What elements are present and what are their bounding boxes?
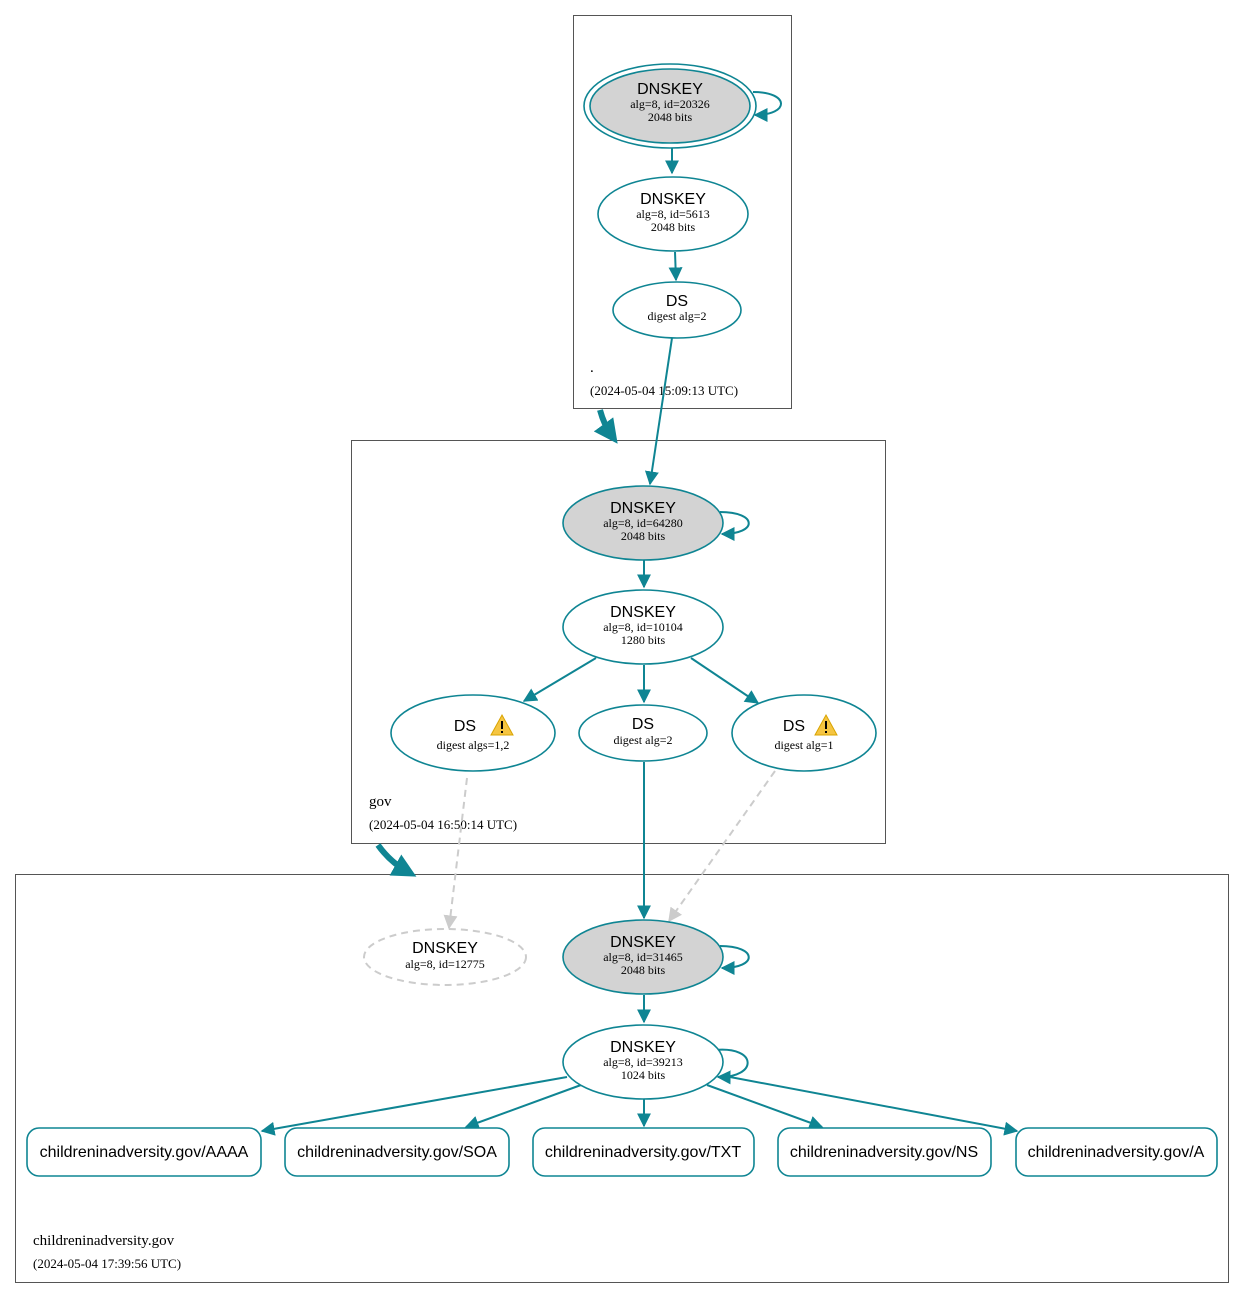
self-sign-edge — [714, 1048, 749, 1085]
rrset-label: childreninadversity.gov/A — [1028, 1144, 1205, 1161]
node-detail: alg=8, id=20326 — [630, 97, 710, 111]
delegation-arrow-gov-domain — [375, 843, 417, 877]
self-sign-edge — [752, 91, 782, 122]
node-title: DNSKEY — [637, 81, 703, 98]
rrset-node-aaaa[interactable]: childreninadversity.gov/AAAA — [26, 1127, 262, 1177]
domain-zsk-node[interactable]: DNSKEY alg=8, id=39213 1024 bits — [562, 1024, 724, 1100]
edge-gov-zsk-ds3 — [690, 657, 760, 704]
rrset-label: childreninadversity.gov/NS — [790, 1144, 978, 1161]
edge-dom-zsk-a — [729, 1076, 1019, 1136]
edge-gov-zsk-ds1 — [522, 657, 597, 702]
node-detail: 2048 bits — [648, 110, 693, 124]
gov-ds-node-3[interactable]: DS digest alg=1 — [731, 694, 877, 772]
node-title: DNSKEY — [610, 500, 676, 517]
rrset-label: childreninadversity.gov/AAAA — [40, 1144, 249, 1161]
edge-gov-ds3-dom-ksk — [668, 770, 776, 923]
rrset-label: childreninadversity.gov/SOA — [297, 1144, 497, 1161]
node-title: DNSKEY — [610, 934, 676, 951]
zone-gov-timestamp: (2024-05-04 16:50:14 UTC) — [369, 817, 517, 832]
rrset-label: childreninadversity.gov/TXT — [545, 1144, 741, 1161]
gov-ds-node-1[interactable]: DS digest algs=1,2 — [390, 694, 556, 772]
node-title: DNSKEY — [412, 940, 478, 957]
rrset-node-txt[interactable]: childreninadversity.gov/TXT — [532, 1127, 755, 1177]
node-detail: alg=8, id=31465 — [603, 950, 683, 964]
node-detail: alg=8, id=10104 — [603, 620, 683, 634]
node-detail: 2048 bits — [621, 963, 666, 977]
zone-gov-label: gov — [369, 794, 392, 810]
rrset-node-ns[interactable]: childreninadversity.gov/NS — [777, 1127, 992, 1177]
node-detail: digest alg=1 — [774, 738, 833, 752]
edge-dom-zsk-soa — [464, 1084, 582, 1130]
root-ds-node[interactable]: DS digest alg=2 — [612, 281, 742, 339]
node-title: DS — [666, 293, 688, 310]
edge-gov-ds1-missing-key — [443, 777, 468, 930]
node-detail: 2048 bits — [621, 529, 666, 543]
node-detail: digest alg=2 — [613, 733, 672, 747]
node-title: DNSKEY — [640, 191, 706, 208]
gov-zsk-node[interactable]: DNSKEY alg=8, id=10104 1280 bits — [562, 589, 724, 665]
zone-domain-label: childreninadversity.gov — [33, 1233, 175, 1249]
rrset-node-soa[interactable]: childreninadversity.gov/SOA — [284, 1127, 510, 1177]
root-zsk-node[interactable]: DNSKEY alg=8, id=5613 2048 bits — [597, 176, 749, 252]
node-detail: 2048 bits — [651, 220, 696, 234]
zone-domain-timestamp: (2024-05-04 17:39:56 UTC) — [33, 1256, 181, 1271]
node-detail: digest alg=2 — [647, 309, 706, 323]
edge-root-ds-gov-ksk — [644, 337, 673, 486]
self-sign-edge — [719, 511, 750, 541]
node-title: DS — [454, 718, 476, 735]
node-detail: alg=8, id=64280 — [603, 516, 683, 530]
zone-root-label: . — [590, 360, 594, 376]
edge-root-zsk-ds — [668, 251, 683, 282]
domain-missing-dnskey-node[interactable]: DNSKEY alg=8, id=12775 — [363, 928, 527, 986]
node-detail: 1024 bits — [621, 1068, 666, 1082]
warning-icon — [490, 713, 514, 736]
node-detail: alg=8, id=5613 — [636, 207, 710, 221]
node-title: DNSKEY — [610, 604, 676, 621]
node-detail: digest algs=1,2 — [437, 738, 510, 752]
node-title: DS — [783, 718, 805, 735]
root-ksk-node[interactable]: DNSKEY alg=8, id=20326 2048 bits — [583, 63, 757, 149]
gov-ksk-node[interactable]: DNSKEY alg=8, id=64280 2048 bits — [562, 485, 724, 561]
warning-icon — [814, 713, 838, 736]
delegation-arrow-root-gov — [593, 409, 618, 444]
edge-dom-zsk-ns — [706, 1084, 824, 1130]
domain-ksk-node[interactable]: DNSKEY alg=8, id=31465 2048 bits — [562, 919, 724, 995]
node-detail: alg=8, id=12775 — [405, 957, 485, 971]
node-title: DS — [632, 716, 654, 733]
node-detail: alg=8, id=39213 — [603, 1055, 683, 1069]
edge-dom-zsk-aaaa — [260, 1076, 568, 1136]
node-title: DNSKEY — [610, 1039, 676, 1056]
gov-ds-node-2[interactable]: DS digest alg=2 — [578, 704, 708, 762]
rrset-node-a[interactable]: childreninadversity.gov/A — [1015, 1127, 1218, 1177]
self-sign-edge — [719, 945, 750, 975]
node-detail: 1280 bits — [621, 633, 666, 647]
